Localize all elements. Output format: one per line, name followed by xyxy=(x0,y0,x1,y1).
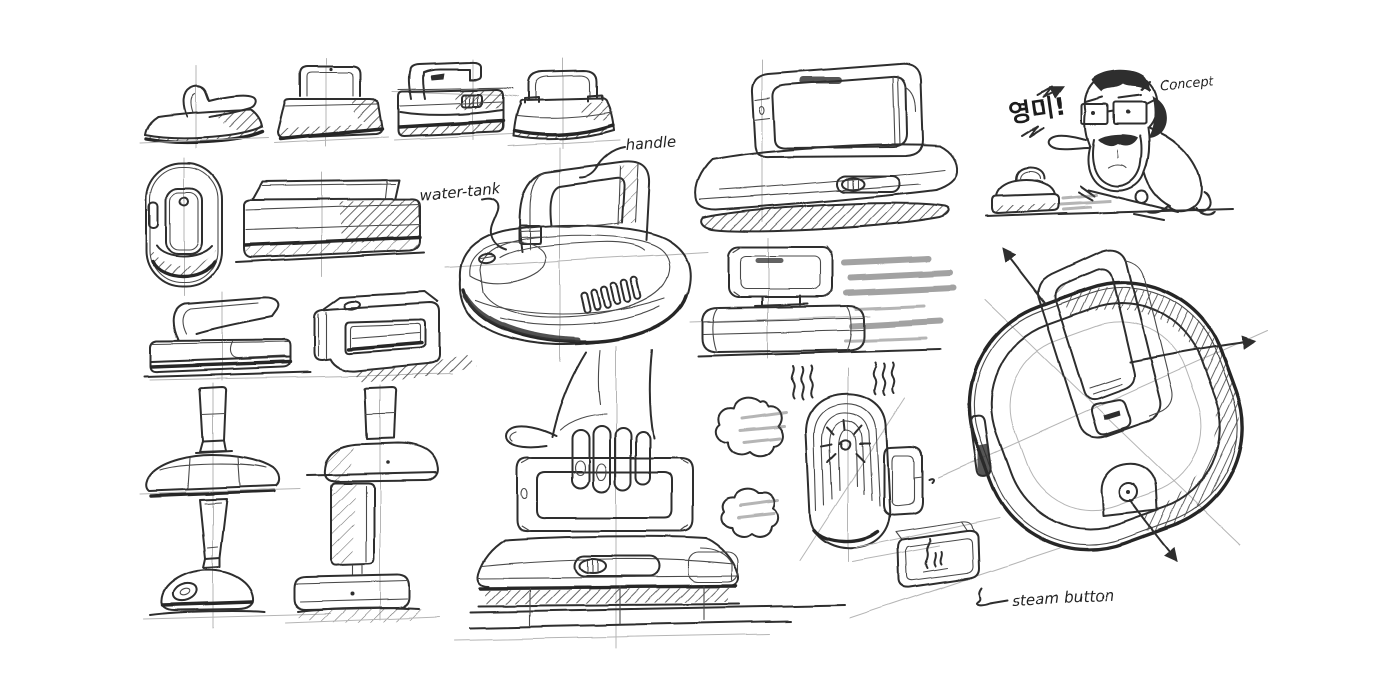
annotation-water-tank: water-tank xyxy=(419,179,507,251)
sketch-gooseneck-handle-iron xyxy=(393,61,514,141)
sketch-column-stand-concept xyxy=(285,386,441,624)
sketch-curling-cartoon: 영미! Co xyxy=(985,70,1233,221)
yeongmi-shout-label: 영미! xyxy=(1007,91,1068,128)
sketch-round-top-view xyxy=(967,247,1257,563)
handle-label: handle xyxy=(625,132,677,154)
sketch-loop-handle-box xyxy=(273,65,389,144)
sketch-lamp-stand-concept xyxy=(139,386,331,620)
annotation-handle: handle xyxy=(579,132,677,178)
sketch-side-iron-cantilever xyxy=(139,85,269,145)
water-tank-label: water-tank xyxy=(419,179,502,204)
spray-starburst-icon xyxy=(821,419,871,463)
sketch-long-box-three-quarter xyxy=(235,179,425,263)
steam-cloud-icons xyxy=(715,396,788,538)
motion-smudge-lines xyxy=(841,256,956,343)
steam-button-label: steam button xyxy=(1012,587,1114,610)
steam-icon xyxy=(923,538,949,573)
sketch-side-iron-low xyxy=(143,296,311,378)
sketch-tunnel-handle-box xyxy=(313,291,476,382)
heat-squiggle-icons xyxy=(790,361,896,400)
concept-label: Concept xyxy=(1159,74,1215,94)
sketch-front-view-motion xyxy=(697,245,956,357)
glasses-icon xyxy=(1081,99,1155,125)
fingers xyxy=(571,425,651,493)
ponytail xyxy=(1148,96,1167,138)
sketch-soleplate-steam xyxy=(715,361,935,561)
top-view-handle-block xyxy=(1037,248,1174,439)
steam-button-leader-line xyxy=(976,587,1009,606)
sketch-arch-handle-dome xyxy=(507,69,621,147)
shout-emphasis-mark xyxy=(1021,125,1045,138)
direction-arrows xyxy=(1002,247,1257,563)
shout-emphasis-mark xyxy=(1037,85,1065,99)
handle-leader-line xyxy=(579,146,626,178)
sketch-hero-steam-iron xyxy=(458,160,692,346)
steam-vent-slots xyxy=(580,276,642,314)
sketch-three-quarter-iron xyxy=(694,62,959,233)
water-tank-leader-line xyxy=(481,197,507,251)
curling-broom xyxy=(1087,189,1179,221)
anger-mark-icon xyxy=(1141,81,1151,91)
sketch-hand-grip xyxy=(454,349,846,641)
mini-curling-iron xyxy=(985,167,1112,217)
sketch-top-view-capsule xyxy=(145,162,223,288)
sketch-steam-button-tray: steam button xyxy=(849,517,1114,619)
